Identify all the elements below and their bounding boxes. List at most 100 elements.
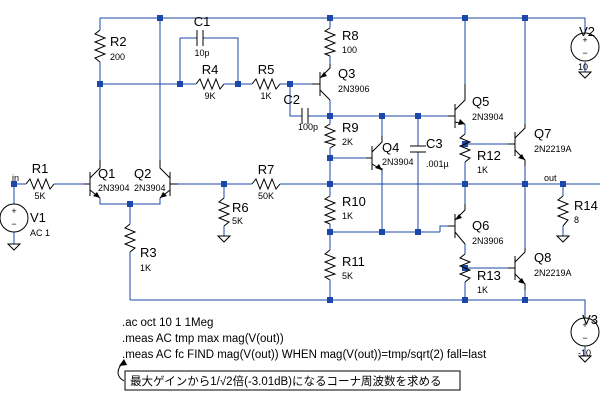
q3-model: 2N3906 [338, 84, 370, 94]
voltage-source-v2: + − [570, 32, 600, 62]
r3-label: R3 [140, 245, 157, 260]
r4-value: 9K [204, 91, 215, 101]
resistor-r12-symbol [458, 133, 472, 163]
resistor-r13-symbol [458, 253, 472, 283]
v3-value: -10 [578, 348, 591, 358]
v3-label: V3 [582, 312, 598, 327]
v1-minus-sign: − [11, 219, 16, 229]
r12-label: R12 [477, 148, 501, 163]
capacitor-c3-symbol [410, 145, 426, 153]
transistor-q4-symbol [366, 136, 383, 171]
q8-model: 2N2219A [534, 268, 572, 278]
r10-label: R10 [342, 194, 366, 209]
transistor-q1-symbol [84, 160, 101, 199]
v3-minus-sign: − [582, 333, 587, 343]
r13-label: R13 [477, 268, 501, 283]
r4-label: R4 [202, 62, 219, 77]
r14-label: R14 [574, 198, 598, 213]
r13-value: 1K [477, 285, 488, 295]
r3-value: 1K [140, 263, 151, 273]
c3-value: .001µ [426, 159, 449, 169]
voltage-source-v3: + − [570, 317, 600, 347]
spice-directives: .ac oct 10 1 1Meg .meas AC tmp max mag(V… [122, 317, 487, 361]
net-label-in: in [12, 173, 19, 183]
v2-minus-sign: − [582, 48, 587, 58]
ground-icon [216, 235, 232, 243]
resistor-r5-symbol [251, 77, 281, 91]
net-label-out: out [544, 173, 557, 183]
q5-model: 2N3904 [472, 112, 504, 122]
ground-icon [577, 71, 593, 79]
capacitor-c1-symbol [196, 30, 204, 46]
voltage-source-v1: + − [0, 203, 29, 233]
q3-label: Q3 [338, 66, 355, 81]
wire-bottom-rail [130, 299, 586, 318]
wire-top-rail [100, 17, 586, 32]
directive-ac: .ac oct 10 1 1Meg [122, 317, 213, 329]
q6-model: 2N3906 [472, 236, 504, 246]
v2-value: 10 [578, 62, 588, 72]
r1-label: R1 [32, 161, 49, 176]
q5-label: Q5 [472, 94, 489, 109]
resistor-r6-symbol [217, 197, 231, 227]
v2-label: V2 [579, 24, 595, 39]
resistor-r4-symbol [195, 77, 225, 91]
q6-label: Q6 [472, 218, 489, 233]
r7-value: 50K [258, 191, 274, 201]
q2-model: 2N3904 [134, 183, 166, 193]
q4-label: Q4 [382, 140, 399, 155]
v3-plus-sign: + [582, 320, 587, 330]
transistor-q8-symbol [508, 248, 526, 290]
transistor-q6-symbol [448, 204, 466, 245]
q1-label: Q1 [98, 166, 115, 181]
transistor-q7-symbol [508, 124, 526, 166]
c1-value: 10p [194, 48, 209, 58]
transistor-q2-symbol [159, 160, 178, 199]
resistor-r7-symbol [251, 177, 281, 191]
resistor-r11-symbol [323, 249, 337, 281]
r10-value: 1K [342, 211, 353, 221]
q7-model: 2N2219A [534, 144, 572, 154]
ground-icon [555, 235, 571, 243]
resistor-r8-symbol [323, 27, 337, 57]
transistor-q3-symbol [312, 64, 331, 101]
q1-model: 2N3904 [98, 183, 130, 193]
r5-value: 1K [260, 91, 271, 101]
r7-label: R7 [258, 162, 275, 177]
r1-value: 5K [34, 191, 45, 201]
c3-label: C3 [426, 136, 443, 151]
resistor-r10-symbol [323, 195, 337, 225]
ground-icon [577, 355, 593, 363]
q4-model: 2N3904 [382, 157, 414, 167]
r11-label: R11 [342, 254, 365, 269]
r9-value: 2K [342, 137, 353, 147]
resistor-r3-symbol [123, 223, 137, 253]
c1-label: C1 [194, 14, 211, 29]
r6-value: 5K [232, 216, 243, 226]
comment-text: 最大ゲインから1/√2倍(-3.01dB)になるコーナ周波数を求める [130, 374, 442, 388]
c2-label: C2 [283, 92, 300, 107]
r14-value: 8 [574, 215, 579, 225]
r8-label: R8 [342, 28, 359, 43]
comment-annotation: 最大ゲインから1/√2倍(-3.01dB)になるコーナ周波数を求める [117, 359, 461, 391]
resistor-r14-symbol [556, 195, 570, 227]
component-labels: R2 200 C1 10p R4 9K R5 1K R8 100 Q3 2N39… [12, 14, 598, 358]
ground-icon [6, 243, 22, 251]
directive-meas-max: .meas AC tmp max mag(V(out)) [122, 333, 284, 345]
r6-label: R6 [232, 200, 249, 215]
v1-label: V1 [30, 210, 46, 225]
transistor-q5-symbol [448, 84, 466, 128]
v1-plus-sign: + [11, 206, 16, 216]
r11-value: 5K [342, 271, 353, 281]
r5-label: R5 [258, 62, 275, 77]
q8-label: Q8 [534, 250, 551, 265]
r2-value: 200 [110, 52, 125, 62]
r12-value: 1K [477, 165, 488, 175]
v1-value: AC 1 [30, 228, 50, 238]
q2-label: Q2 [134, 166, 151, 181]
r9-label: R9 [342, 120, 359, 135]
capacitor-c2-symbol [301, 108, 309, 124]
v2-plus-sign: + [582, 35, 587, 45]
comment-box [124, 370, 461, 391]
